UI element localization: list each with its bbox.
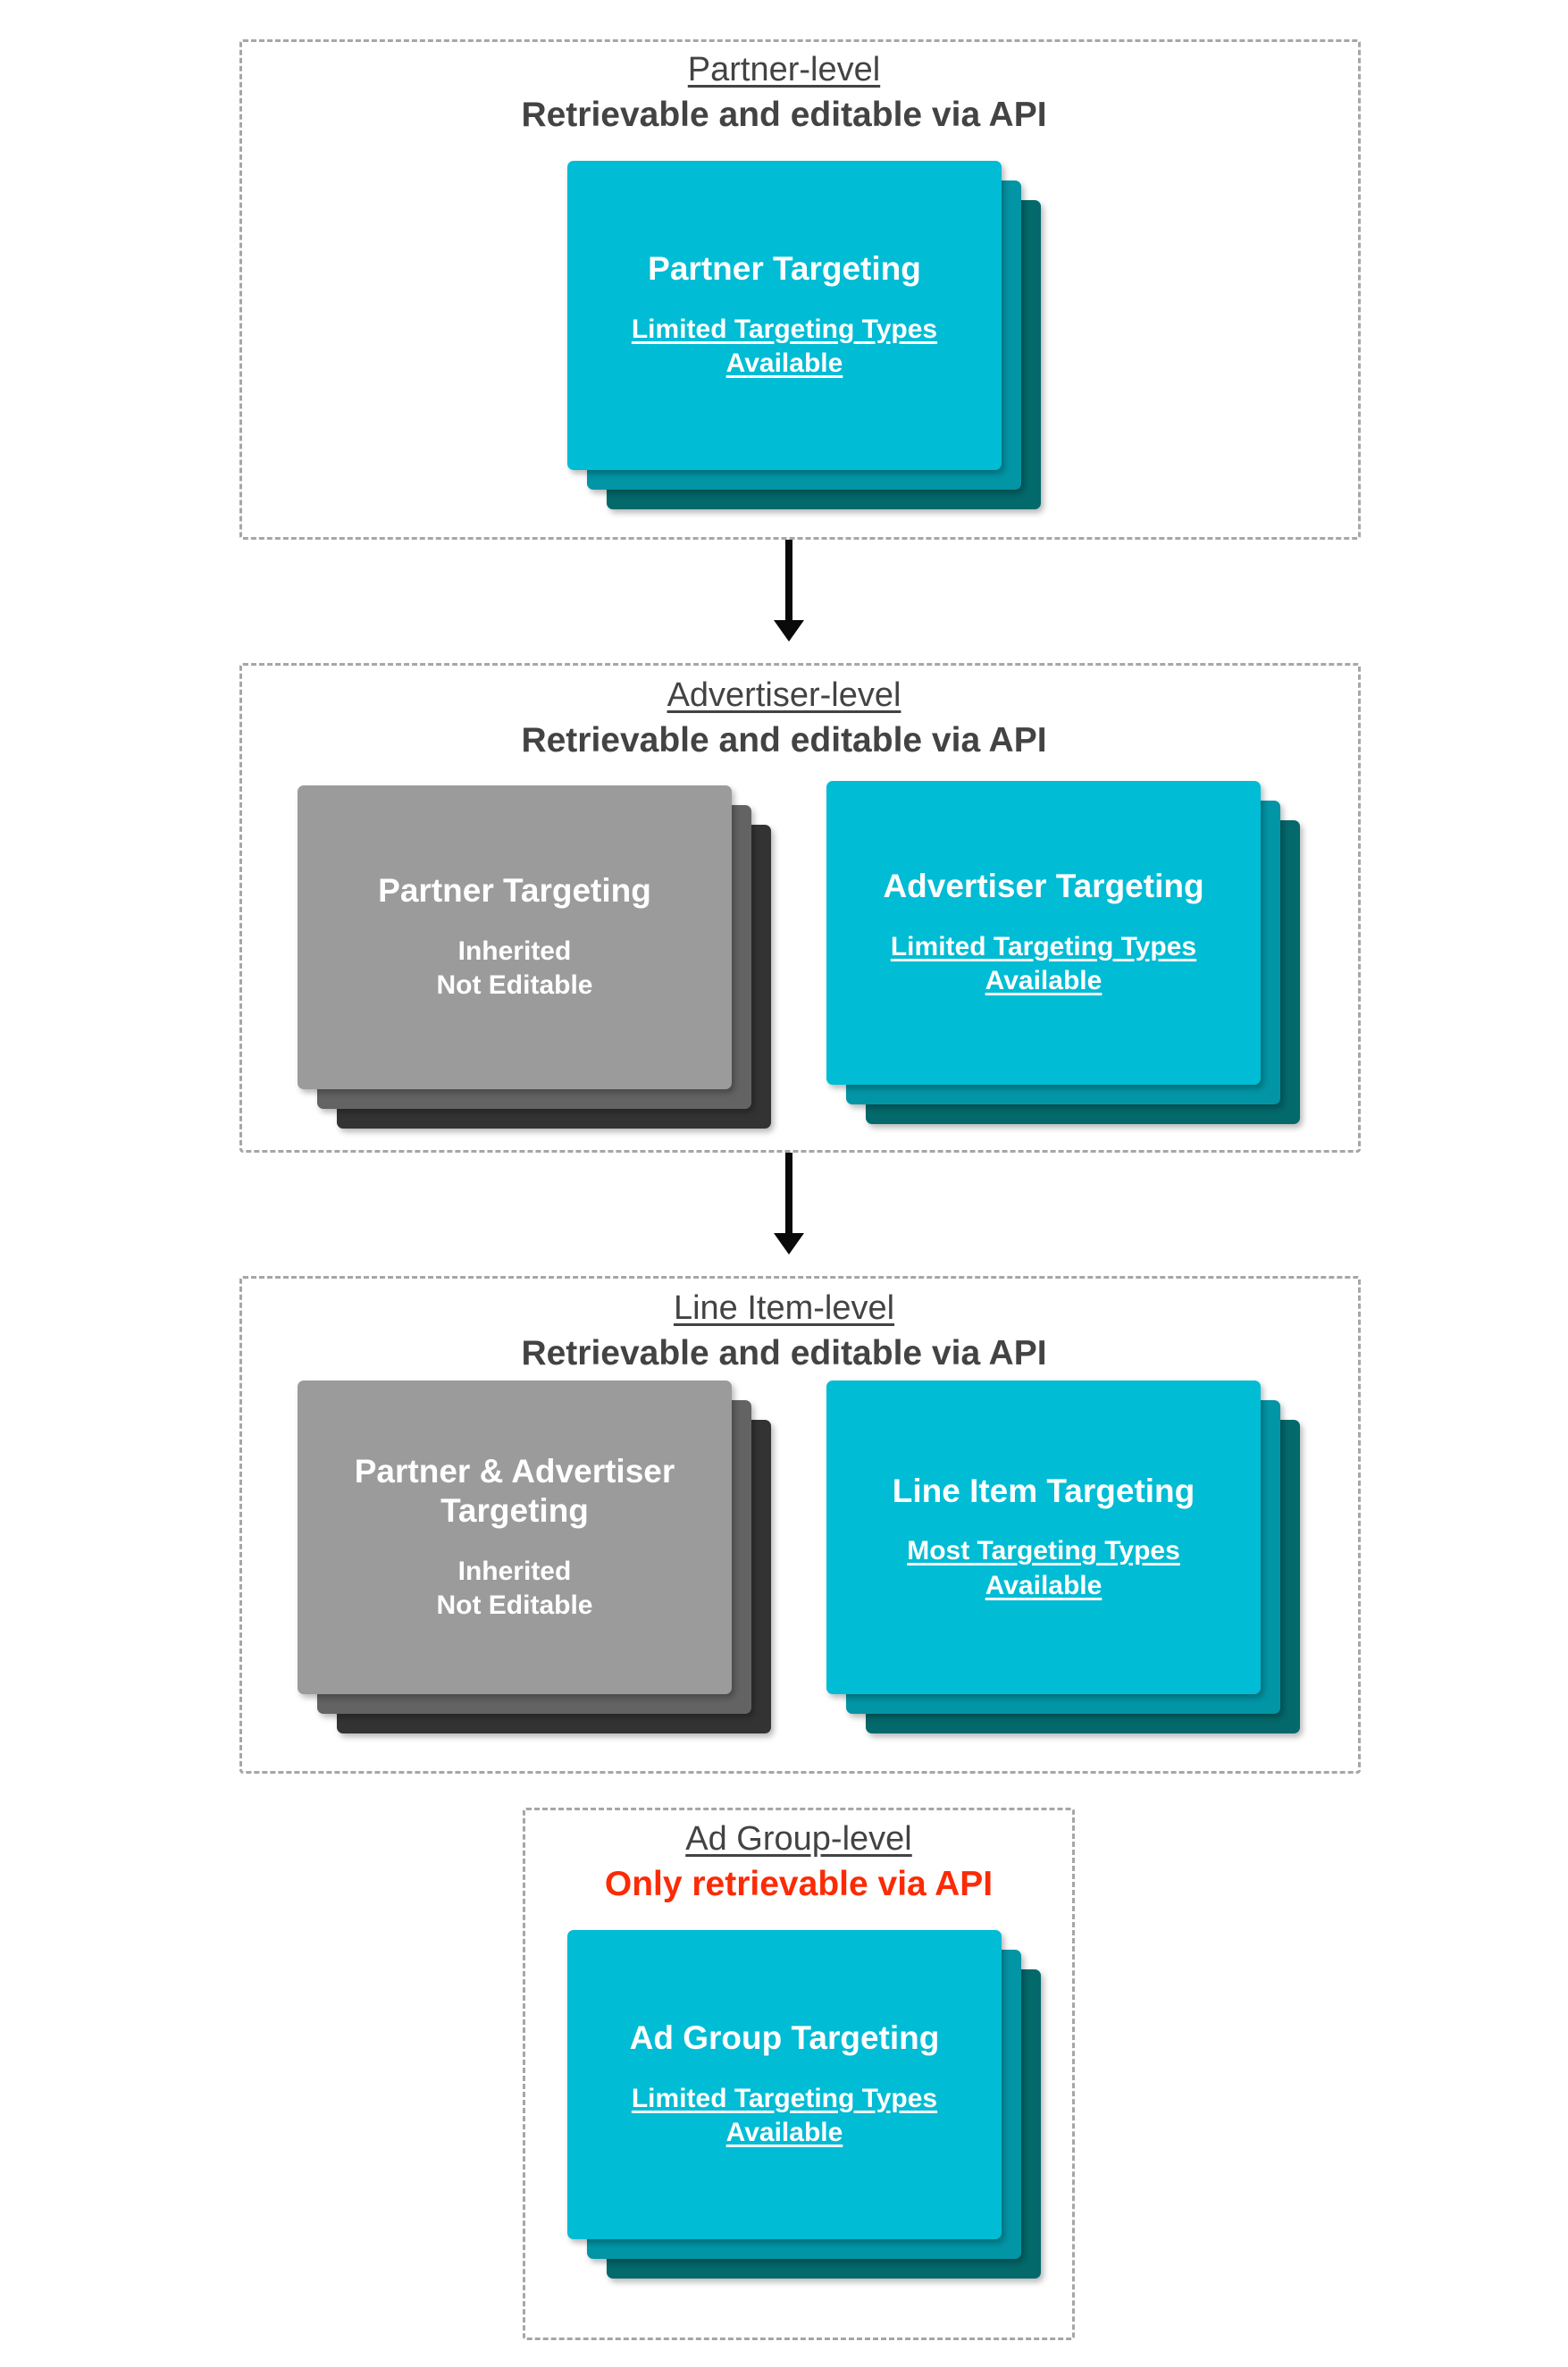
level-title-advertiser: Advertiser-level <box>667 676 901 714</box>
level-title-ad-group: Ad Group-level <box>685 1820 912 1858</box>
card-note[interactable]: Limited Targeting Types Available <box>631 314 938 379</box>
level-heading-partner: Partner-level Retrievable and editable v… <box>0 50 1568 135</box>
level-subtitle-line-item: Retrievable and editable via API <box>521 1334 1047 1373</box>
card-stack-advertiser-targeting: Advertiser Targeting Limited Targeting T… <box>826 781 1300 1129</box>
card-inherited-partner-advertiser-targeting[interactable]: Partner & Advertiser Targeting Inherited… <box>298 1381 732 1694</box>
card-title: Partner & Advertiser Targeting <box>354 1452 675 1530</box>
level-heading-advertiser: Advertiser-level Retrievable and editabl… <box>0 676 1568 760</box>
level-subtitle-advertiser: Retrievable and editable via API <box>521 721 1047 760</box>
card-partner-targeting[interactable]: Partner Targeting Limited Targeting Type… <box>567 161 1002 470</box>
card-line-item-targeting[interactable]: Line Item Targeting Most Targeting Types… <box>826 1381 1261 1694</box>
card-note[interactable]: Limited Targeting Types Available <box>890 931 1197 996</box>
card-ad-group-targeting[interactable]: Ad Group Targeting Limited Targeting Typ… <box>567 1930 1002 2239</box>
level-title-line-item: Line Item-level <box>673 1289 895 1327</box>
level-subtitle-partner: Retrievable and editable via API <box>521 96 1047 135</box>
card-title: Line Item Targeting <box>892 1472 1195 1509</box>
card-note[interactable]: Most Targeting Types Available <box>907 1536 1180 1600</box>
card-stack-inherited-partner-targeting: Partner Targeting Inherited Not Editable <box>298 785 771 1134</box>
connector-advertiser-to-line-item <box>785 1153 792 1235</box>
level-title-partner: Partner-level <box>687 51 881 88</box>
card-note: Inherited Not Editable <box>436 1556 593 1620</box>
level-heading-ad-group: Ad Group-level Only retrievable via API <box>523 1819 1075 1904</box>
level-subtitle-ad-group: Only retrievable via API <box>604 1865 994 1904</box>
connector-partner-to-advertiser <box>785 540 792 622</box>
card-inherited-partner-targeting[interactable]: Partner Targeting Inherited Not Editable <box>298 785 732 1089</box>
card-title: Advertiser Targeting <box>883 868 1204 905</box>
level-heading-line-item: Line Item-level Retrievable and editable… <box>0 1288 1568 1373</box>
level-container-advertiser <box>239 663 1361 1153</box>
card-note: Inherited Not Editable <box>436 936 593 1001</box>
card-advertiser-targeting[interactable]: Advertiser Targeting Limited Targeting T… <box>826 781 1261 1085</box>
card-stack-inherited-partner-advertiser-targeting: Partner & Advertiser Targeting Inherited… <box>298 1381 771 1738</box>
card-note[interactable]: Limited Targeting Types Available <box>631 2083 938 2148</box>
card-stack-ad-group-targeting: Ad Group Targeting Limited Targeting Typ… <box>567 1930 1041 2287</box>
card-title: Ad Group Targeting <box>629 2019 940 2057</box>
card-title: Partner Targeting <box>378 872 651 910</box>
level-container-ad-group <box>523 1808 1075 2340</box>
level-container-partner <box>239 39 1361 540</box>
card-stack-line-item-targeting: Line Item Targeting Most Targeting Types… <box>826 1381 1300 1738</box>
level-container-line-item <box>239 1276 1361 1774</box>
card-stack-partner-targeting: Partner Targeting Limited Targeting Type… <box>567 161 1041 509</box>
card-title: Partner Targeting <box>648 250 921 288</box>
